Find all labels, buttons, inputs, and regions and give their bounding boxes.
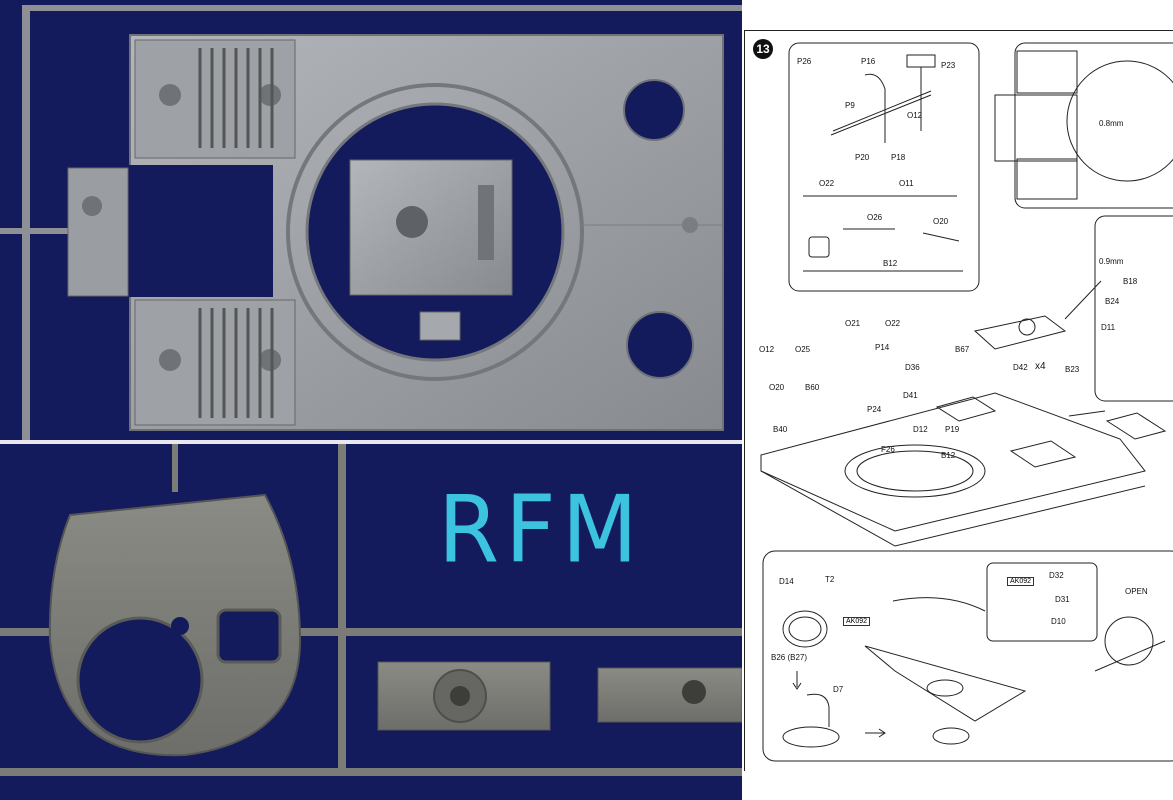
instruction-manual-page: 13 P26 P16 P23 P9 O12 P20 P18 O22 O11 O2… [744,30,1173,771]
label-p14: P14 [875,343,890,352]
label-p19: P19 [945,425,960,434]
label-d14: D14 [779,577,794,586]
label-o20: O20 [933,217,949,226]
label-f26: F26 [881,445,895,454]
label-x4: x4 [1035,361,1046,372]
handwritten-rfm-text: RFM [438,475,644,584]
sprue-drawing [0,5,742,776]
label-o22: O22 [819,179,835,188]
label-o12: O12 [759,345,775,354]
label-o11: O11 [899,179,914,188]
label-o26: O26 [867,213,883,222]
label-b12-top: B12 [883,259,898,268]
label-d42: D42 [1013,363,1028,372]
label-b26-b27: B26 (B27) [771,653,808,662]
label-d7: D7 [833,685,844,694]
label-b67: B67 [955,345,970,354]
label-b18: B18 [1123,277,1138,286]
label-p24: P24 [867,405,882,414]
label-d11: D11 [1101,323,1116,332]
label-d36: D36 [905,363,920,372]
label-o12-top: O12 [907,111,923,120]
tag-ak092-b: AK092 [1007,577,1035,586]
label-d32: D32 [1049,571,1064,580]
label-o20-b: O20 [769,383,785,392]
label-p16: P16 [861,57,876,66]
label-p18: P18 [891,153,906,162]
label-b40: B40 [773,425,788,434]
label-p23: P23 [941,61,956,70]
label-0.9mm: 0.9mm [1099,257,1124,266]
step-number-badge: 13 [753,39,773,59]
label-b12-b: B12 [941,451,956,460]
label-o22-b: O22 [885,319,901,328]
label-p26: P26 [797,57,812,66]
label-d10: D10 [1051,617,1066,626]
label-p9: P9 [845,101,855,110]
label-b24: B24 [1105,297,1120,306]
manual-line-art [760,42,1173,762]
label-open: OPEN [1125,587,1148,596]
label-0.8mm: 0.8mm [1099,119,1124,128]
sprue-photo: RFM [0,0,742,800]
label-d41: D41 [903,391,918,400]
label-d12: D12 [913,425,928,434]
label-b23: B23 [1065,365,1080,374]
label-p20: P20 [855,153,870,162]
label-b60: B60 [805,383,820,392]
tag-ak092-a: AK092 [843,617,871,626]
label-d31: D31 [1055,595,1070,604]
label-o25: O25 [795,345,811,354]
label-t2: T2 [825,575,835,584]
label-o21: O21 [845,319,861,328]
